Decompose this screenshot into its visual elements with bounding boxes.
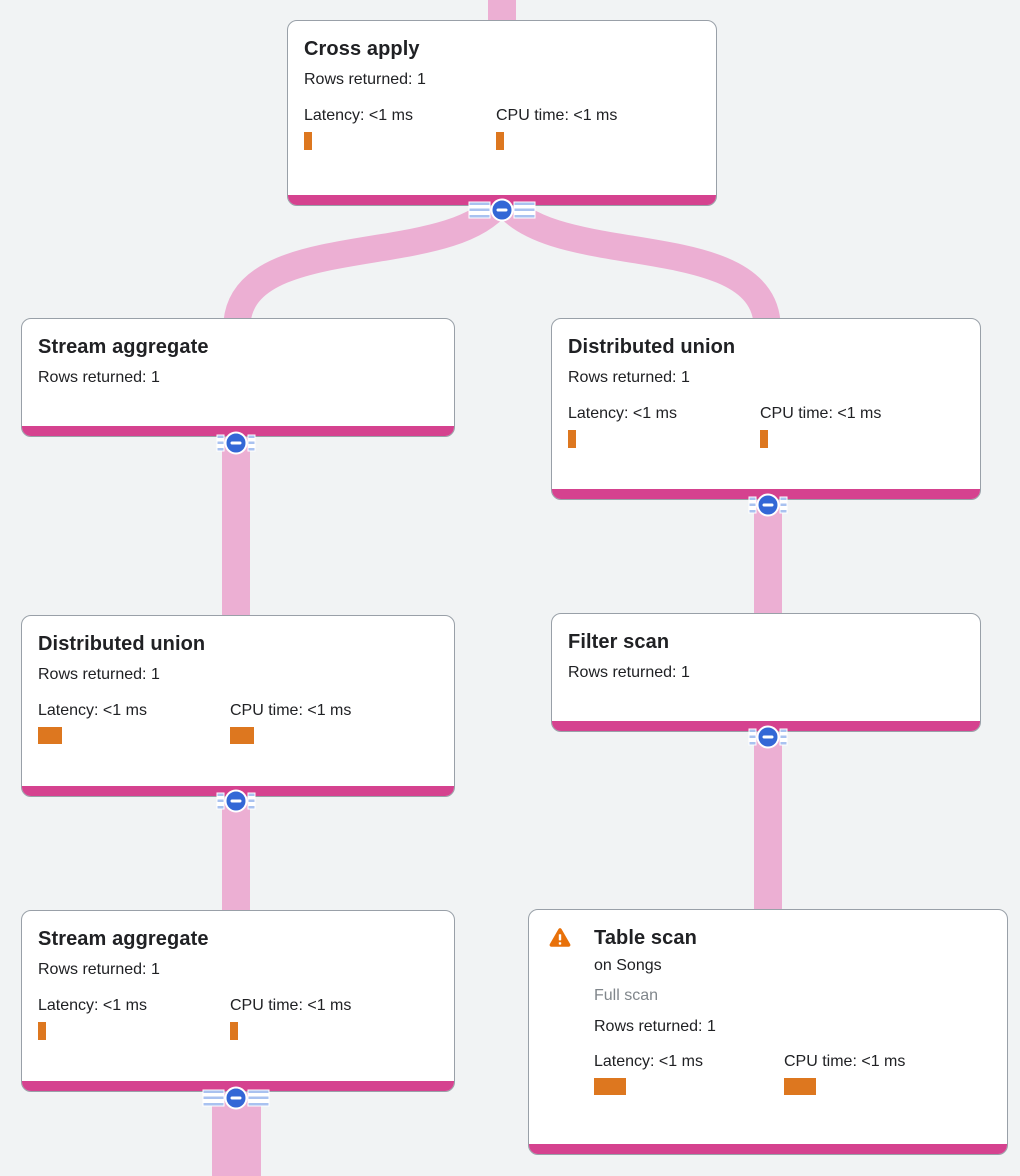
edge-distributedunionright-to-filterscan: [754, 497, 782, 616]
cpu-metric: CPU time: <1 ms: [760, 404, 964, 449]
rows-returned: Rows returned: 1: [568, 369, 690, 386]
scan-type: Full scan: [594, 987, 659, 1005]
metrics-row: Latency: <1 ms CPU time: <1 ms: [594, 1052, 991, 1095]
latency-label: Latency: <1 ms: [38, 702, 147, 720]
node-stream-aggregate-top[interactable]: Stream aggregate Rows returned: 1: [21, 318, 455, 437]
minus-icon: [224, 431, 248, 455]
cpu-label: CPU time: <1 ms: [230, 997, 352, 1015]
cpu-label: CPU time: <1 ms: [760, 405, 882, 423]
node-stream-aggregate-bottom[interactable]: Stream aggregate Rows returned: 1 Latenc…: [21, 910, 455, 1092]
minus-icon: [490, 198, 514, 222]
collapse-button-distributed-union-left[interactable]: [217, 789, 255, 813]
collapse-stripes-left: [749, 497, 756, 513]
collapse-stripes-left: [749, 729, 756, 745]
cpu-metric: CPU time: <1 ms: [784, 1052, 991, 1095]
collapse-stripes-left: [217, 793, 224, 809]
latency-metric: Latency: <1 ms: [38, 701, 230, 745]
warning-icon: [549, 928, 571, 947]
node-cross-apply[interactable]: Cross apply Rows returned: 1 Latency: <1…: [287, 20, 717, 206]
node-title: Stream aggregate: [38, 336, 209, 358]
card-accent-bar: [529, 1144, 1007, 1154]
metrics-row: Latency: <1 ms CPU time: <1 ms: [568, 404, 964, 449]
collapse-button-stream-aggregate-top[interactable]: [217, 431, 255, 455]
node-title: Distributed union: [38, 633, 206, 655]
latency-label: Latency: <1 ms: [594, 1053, 703, 1071]
collapse-stripes-left: [203, 1090, 224, 1106]
latency-bar: [38, 727, 62, 745]
node-title: Stream aggregate: [38, 928, 209, 950]
scan-target: on Songs: [594, 957, 662, 974]
node-table-scan[interactable]: Table scan on Songs Full scan Rows retur…: [528, 909, 1008, 1155]
cpu-bar: [760, 430, 768, 449]
minus-icon: [224, 1086, 248, 1110]
collapse-stripes-right: [248, 435, 255, 451]
cpu-metric: CPU time: <1 ms: [230, 701, 438, 745]
cpu-metric: CPU time: <1 ms: [230, 996, 438, 1041]
cpu-bar: [230, 727, 254, 745]
node-title: Cross apply: [304, 38, 420, 60]
collapse-button-stream-aggregate-bottom[interactable]: [203, 1086, 269, 1110]
metrics-row: Latency: <1 ms CPU time: <1 ms: [38, 996, 438, 1041]
latency-bar: [568, 430, 576, 449]
collapse-button-filter-scan[interactable]: [749, 725, 787, 749]
edge-streamaggregate-to-distributedunion: [222, 435, 250, 617]
latency-label: Latency: <1 ms: [568, 405, 677, 423]
cpu-bar: [230, 1022, 238, 1041]
metrics-row: Latency: <1 ms CPU time: <1 ms: [38, 701, 438, 745]
cpu-metric: CPU time: <1 ms: [496, 106, 700, 151]
cpu-bar: [496, 132, 504, 151]
node-title: Filter scan: [568, 631, 670, 653]
rows-returned: Rows returned: 1: [594, 1017, 716, 1035]
node-distributed-union-left[interactable]: Distributed union Rows returned: 1 Laten…: [21, 615, 455, 797]
node-title: Table scan: [594, 927, 697, 949]
latency-label: Latency: <1 ms: [304, 107, 413, 125]
metrics-row: Latency: <1 ms CPU time: <1 ms: [304, 106, 700, 151]
minus-icon: [756, 725, 780, 749]
latency-bar: [38, 1022, 46, 1041]
cpu-label: CPU time: <1 ms: [230, 702, 352, 720]
latency-bar: [594, 1077, 626, 1095]
cpu-label: CPU time: <1 ms: [784, 1053, 906, 1071]
collapse-stripes-right: [248, 1090, 269, 1106]
rows-returned: Rows returned: 1: [38, 961, 160, 978]
edge-crossapply-to-distributedunion: [491, 191, 781, 325]
collapse-stripes-right: [780, 497, 787, 513]
card-accent-bar: [22, 426, 454, 436]
latency-label: Latency: <1 ms: [38, 997, 147, 1015]
minus-icon: [756, 493, 780, 517]
cpu-bar: [784, 1077, 816, 1095]
node-distributed-union-right[interactable]: Distributed union Rows returned: 1 Laten…: [551, 318, 981, 500]
rows-returned: Rows returned: 1: [38, 369, 160, 386]
minus-icon: [224, 789, 248, 813]
edge-crossapply-to-streamaggregate: [223, 191, 513, 325]
collapse-button-cross-apply[interactable]: [469, 198, 535, 222]
rows-returned: Rows returned: 1: [568, 664, 690, 681]
rows-returned: Rows returned: 1: [304, 71, 426, 88]
collapse-button-distributed-union-right[interactable]: [749, 493, 787, 517]
latency-metric: Latency: <1 ms: [38, 996, 230, 1041]
edge-distributedunionleft-to-streamaggregate: [222, 793, 250, 912]
collapse-stripes-right: [248, 793, 255, 809]
latency-metric: Latency: <1 ms: [304, 106, 496, 151]
table-scan-body: on Songs Full scan Rows returned: 1 Late…: [594, 951, 991, 1095]
latency-bar: [304, 132, 312, 151]
collapse-stripes-right: [514, 202, 535, 218]
collapse-stripes-right: [780, 729, 787, 745]
latency-metric: Latency: <1 ms: [568, 404, 760, 449]
card-accent-bar: [22, 1081, 454, 1091]
latency-metric: Latency: <1 ms: [594, 1052, 784, 1095]
collapse-stripes-left: [217, 435, 224, 451]
table-scan-header: Table scan: [548, 925, 991, 951]
node-title: Distributed union: [568, 336, 736, 358]
rows-returned: Rows returned: 1: [38, 666, 160, 683]
collapse-stripes-left: [469, 202, 490, 218]
edge-filterscan-to-tablescan: [754, 729, 782, 910]
cpu-label: CPU time: <1 ms: [496, 107, 618, 125]
node-filter-scan[interactable]: Filter scan Rows returned: 1: [551, 613, 981, 732]
